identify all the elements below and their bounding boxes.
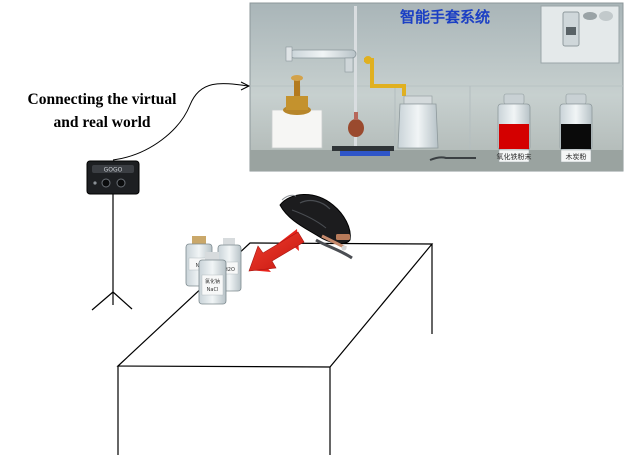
caption-line-2: and real world <box>53 114 151 131</box>
alcohol-burner <box>271 75 323 149</box>
small-flask <box>348 112 364 137</box>
charcoal-powder <box>561 124 591 149</box>
virtual-screen-title: 智能手套系统 <box>400 8 490 26</box>
connector-arrowhead <box>240 81 251 91</box>
data-glove <box>279 194 353 260</box>
glass-tube-apparatus <box>285 46 406 96</box>
large-glass-bottle <box>397 95 439 149</box>
reagent-bottle-black: 木炭粉 <box>559 93 593 163</box>
camera-label: GOGO <box>104 167 123 174</box>
bottle-label-iron-oxide: 氧化铁粉末 <box>497 152 532 161</box>
real-bottle-label-nacl: NaCl <box>207 287 219 293</box>
reagent-bottle-red: 氧化铁粉末 <box>497 93 532 163</box>
glove-camera-inset <box>540 5 620 64</box>
caption-line-1: Connecting the virtual <box>27 91 177 108</box>
real-bottle-label-h2o: H2O <box>224 267 235 273</box>
real-bottle-label-top: 氯化钠 <box>205 278 220 285</box>
virtual-lab-screen: 智能手套系统 <box>249 2 624 172</box>
spatula <box>429 156 476 161</box>
depth-camera: GOGO <box>86 160 140 195</box>
red-powder <box>499 124 529 149</box>
connector-curve <box>112 83 249 161</box>
table <box>116 242 434 455</box>
camera-tripod <box>91 194 133 311</box>
real-bottle-front: 氯化钠 NaCl <box>198 252 227 305</box>
retort-stand <box>332 6 394 156</box>
red-arrow-shape <box>248 231 305 272</box>
bottle-label-charcoal: 木炭粉 <box>566 152 587 161</box>
caption-connecting-virtual-real: Connecting the virtual and real world <box>4 88 200 134</box>
